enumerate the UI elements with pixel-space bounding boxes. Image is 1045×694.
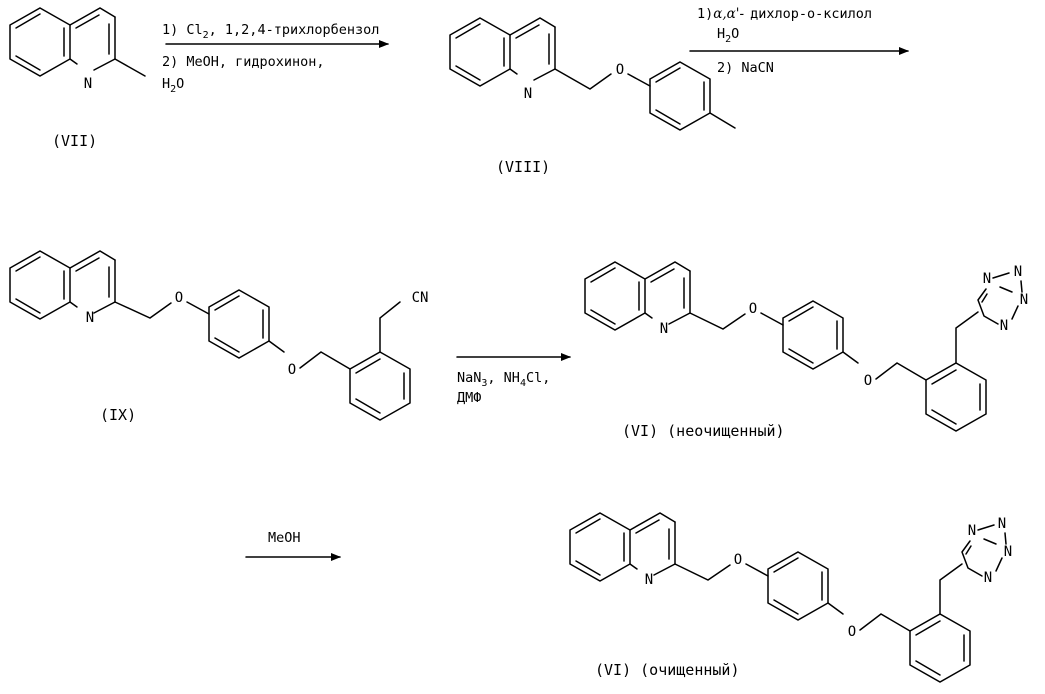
oxygen-atom: O bbox=[749, 301, 757, 317]
oxygen-atom: O bbox=[175, 290, 183, 306]
r1-line2: 2) MeOH, гидрохинон, bbox=[162, 54, 325, 70]
r3-line1: NaN3, NH4Cl, bbox=[457, 370, 550, 389]
nitrogen-atom: N bbox=[524, 86, 532, 102]
tetrazole-n1: N bbox=[983, 271, 991, 287]
nitrogen-atom: N bbox=[84, 76, 92, 92]
reaction-1-conditions: 1) Cl2, 1,2,4-трихлорбензол 2) MeOH, гид… bbox=[162, 22, 379, 95]
compound-label-viii: (VIII) bbox=[496, 158, 550, 176]
r2-line2: H2O bbox=[717, 26, 739, 45]
nitrogen-atom: N bbox=[660, 321, 668, 337]
compound-label-vi-pure: (VI) (очищенный) bbox=[595, 661, 740, 679]
reaction-3-conditions: NaN3, NH4Cl, ДМФ bbox=[457, 370, 550, 406]
compound-label-ix: (IX) bbox=[100, 406, 136, 424]
r1-line3: H2O bbox=[162, 76, 184, 95]
tetrazole-n2: N bbox=[1014, 264, 1022, 280]
r1-line1: 1) Cl2, 1,2,4-трихлорбензол bbox=[162, 22, 379, 41]
tetrazole-n4: N bbox=[1000, 318, 1008, 334]
tetrazole-n2: N bbox=[998, 516, 1006, 532]
compound-ix-structure: N O O CN bbox=[10, 251, 428, 420]
tetrazole-n4: N bbox=[984, 570, 992, 586]
nitrogen-atom: N bbox=[645, 572, 653, 588]
r3-line2: ДМФ bbox=[457, 390, 481, 406]
tetrazole-n1: N bbox=[968, 523, 976, 539]
compound-viii-structure: N O bbox=[450, 18, 735, 130]
r2-line3: 2) NaCN bbox=[717, 60, 774, 76]
oxygen-atom: O bbox=[616, 62, 624, 78]
compound-label-vi-crude: (VI) (неочищенный) bbox=[622, 422, 785, 440]
compound-vi-crude-structure: N O O N N N N bbox=[585, 262, 1028, 431]
oxygen-atom: O bbox=[734, 552, 742, 568]
r2-line1: 1)α,α'-дихлор-о-ксилол bbox=[697, 6, 872, 22]
compound-label-vii: (VII) bbox=[52, 132, 97, 150]
reaction-2-conditions: 1)α,α'-дихлор-о-ксилол H2O 2) NaCN bbox=[697, 6, 872, 76]
cyano-group: CN bbox=[412, 290, 429, 306]
compound-vii-structure: N bbox=[10, 8, 145, 92]
oxygen-atom: O bbox=[848, 624, 856, 640]
nitrogen-atom: N bbox=[86, 310, 94, 326]
r4-line1: MeOH bbox=[268, 530, 301, 546]
tetrazole-n3: N bbox=[1020, 292, 1028, 308]
oxygen-atom: O bbox=[864, 373, 872, 389]
compound-vi-pure-structure: N O O N N N N bbox=[570, 513, 1012, 682]
tetrazole-n3: N bbox=[1004, 544, 1012, 560]
oxygen-atom: O bbox=[288, 362, 296, 378]
